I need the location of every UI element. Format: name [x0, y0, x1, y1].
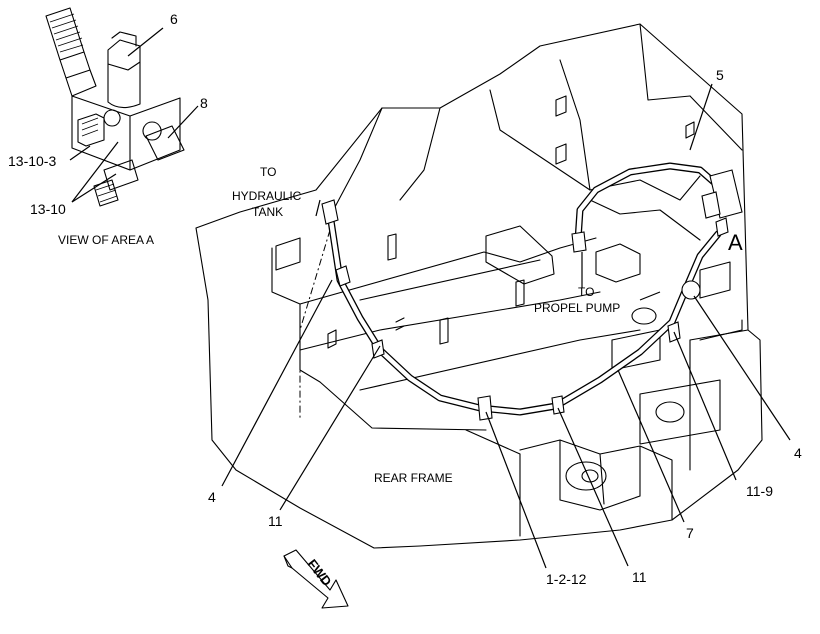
inset-valve-assembly [45, 7, 185, 207]
callout-8: 8 [200, 95, 208, 111]
callout-5: 5 [716, 67, 724, 83]
fwd-label: FWD [305, 556, 335, 589]
callout-4-right: 4 [794, 445, 802, 461]
callout-4-left: 4 [208, 489, 216, 505]
note-hydraulic-line1: TO [260, 165, 276, 179]
hose-7 [326, 210, 722, 416]
callout-11-left: 11 [268, 513, 283, 529]
inset-caption: VIEW OF AREA A [58, 233, 154, 247]
callout-7: 7 [686, 525, 694, 541]
note-propel-line2: PROPEL PUMP [534, 301, 620, 315]
callout-11-9: 11-9 [746, 483, 773, 499]
area-a-marker: A [728, 230, 743, 255]
note-hydraulic-line2: HYDRAULIC [232, 189, 302, 203]
callout-13-10: 13-10 [30, 201, 66, 217]
callout-11-bottom: 11 [632, 569, 647, 585]
rear-frame-label: REAR FRAME [374, 471, 453, 485]
callout-6: 6 [170, 11, 178, 27]
callout-13-10-3: 13-10-3 [8, 153, 56, 169]
note-hydraulic-line3: TANK [252, 205, 283, 219]
fwd-arrow: FWD [283, 549, 349, 609]
rear-frame-outline [195, 23, 763, 549]
hose-5 [574, 162, 728, 244]
note-propel-line1: TO [578, 285, 594, 299]
callout-1-2-12: 1-2-12 [546, 571, 587, 587]
